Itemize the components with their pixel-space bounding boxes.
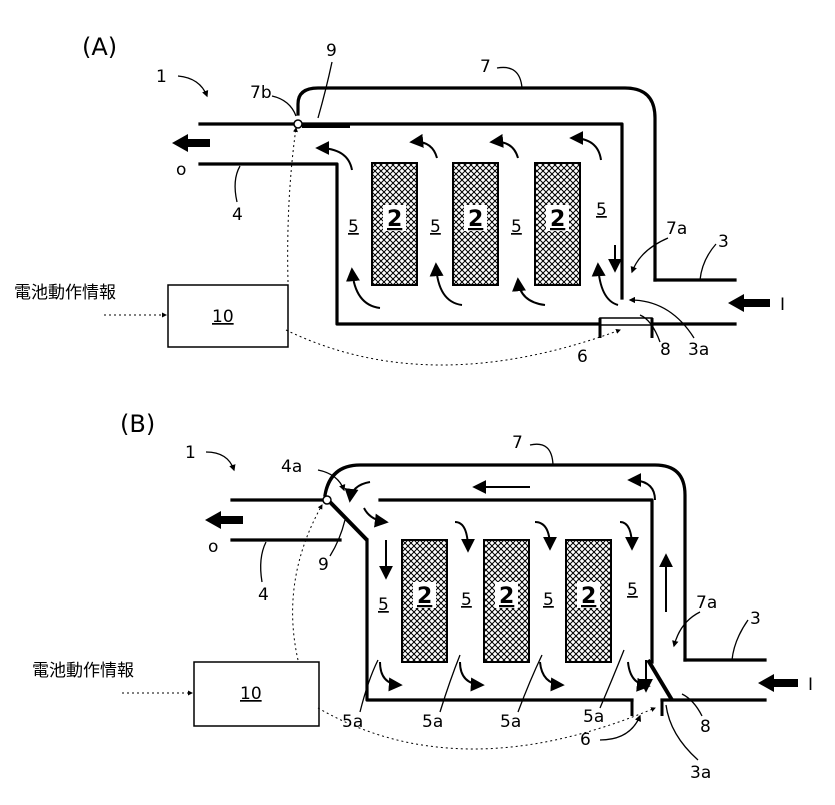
valve-ref-9-b: 9 <box>318 555 329 575</box>
controller-ref-10-a: 10 <box>212 307 234 327</box>
duct-7-a-leader <box>497 67 522 88</box>
passage-ref-5-b-2: 5 <box>461 590 472 610</box>
valve-ref-8-b: 8 <box>700 717 711 737</box>
flow-b-5 <box>455 522 468 550</box>
flow-b-6 <box>535 522 550 548</box>
input-label-a: 電池動作情報 <box>14 283 116 303</box>
signal-to-valve-9-a <box>288 128 296 282</box>
outlet-ref-4-a: 4 <box>232 205 243 225</box>
signal-to-valve-6-b <box>318 708 655 749</box>
device-ref-1-a: 1 <box>156 67 167 87</box>
outflow-arrow-a <box>172 134 210 152</box>
panel-b: (B) 1 7 9 4a o 4 3 I 7a <box>32 410 813 783</box>
inlet-leader-a <box>700 244 716 280</box>
signal-to-valve-6-a <box>286 330 620 365</box>
flow-b-7 <box>620 522 632 548</box>
valve-6-b <box>648 660 672 700</box>
duct-inlet-ref-7a-a: 7a <box>666 219 687 239</box>
passage-ref-5-a-3: 5 <box>511 217 522 237</box>
flow-a-1 <box>318 148 352 170</box>
device-pointer-b <box>206 452 234 470</box>
input-label-b: 電池動作情報 <box>32 661 134 681</box>
duct-inlet-leader-a <box>632 238 668 272</box>
outflow-label-a: o <box>176 160 186 180</box>
duct-ref-7-b: 7 <box>512 433 523 453</box>
outlet-ref-4-b: 4 <box>258 585 269 605</box>
outflow-arrow-b <box>205 511 243 529</box>
controller-ref-10-b: 10 <box>240 684 262 704</box>
flow-b-12 <box>540 662 562 685</box>
signal-to-valve-9-b <box>293 505 322 660</box>
valve-8-leader-b <box>682 694 702 716</box>
duct-outlet-leader-a <box>272 96 296 116</box>
battery-ref-2-a-1: 2 <box>387 207 402 232</box>
inlet-ref-3-a: 3 <box>718 232 729 252</box>
inlet-ref-3-b: 3 <box>750 609 761 629</box>
inflow-label-b: I <box>808 675 813 695</box>
valve-6-a <box>600 318 652 325</box>
duct-inlet-ref-7a-b: 7a <box>696 593 717 613</box>
passage-ref-5-a-1: 5 <box>348 217 359 237</box>
flow-b-10 <box>380 662 400 685</box>
outlet-leader-a <box>235 166 240 202</box>
device-pointer-a <box>178 76 207 96</box>
duct-outlet-ref-4a-b: 4a <box>281 457 302 477</box>
inlet-port-ref-3a-a: 3a <box>688 340 709 360</box>
valve-9-pivot-b <box>323 496 331 504</box>
sub-passage-ref-5a-b-2: 5a <box>422 712 443 732</box>
valve-ref-9-a: 9 <box>326 41 337 61</box>
sub-passage-leader-b-2 <box>440 655 460 712</box>
passage-ref-5-a-2: 5 <box>430 217 441 237</box>
flow-a-4 <box>572 138 601 160</box>
duct-ref-7-a: 7 <box>480 57 491 77</box>
duct-inlet-leader-b <box>674 612 700 646</box>
flow-a-2 <box>412 142 437 158</box>
flow-b-11 <box>460 662 482 685</box>
passage-ref-5-b-1: 5 <box>378 595 389 615</box>
valve-ref-6-a: 6 <box>577 347 588 367</box>
passage-ref-5-b-3: 5 <box>543 590 554 610</box>
battery-ref-2-a-2: 2 <box>468 207 483 232</box>
panel-a-title: (A) <box>82 33 117 61</box>
inlet-port-ref-3a-b: 3a <box>690 763 711 783</box>
outflow-label-b: o <box>208 537 218 557</box>
panel-b-title: (B) <box>120 410 155 438</box>
battery-ref-2-a-3: 2 <box>550 207 565 232</box>
inlet-port-leader-b <box>666 705 698 760</box>
battery-ref-2-b-3: 2 <box>581 584 596 609</box>
flow-a-3 <box>492 142 518 158</box>
inflow-label-a: I <box>780 295 785 315</box>
battery-ref-2-b-1: 2 <box>417 584 432 609</box>
flow-a-8 <box>598 265 618 305</box>
passage-ref-5-b-4: 5 <box>627 580 638 600</box>
passage-ref-5-a-4: 5 <box>596 200 607 220</box>
valve-9-pivot-a <box>294 120 302 128</box>
flow-b-3 <box>364 508 386 522</box>
flow-b-2 <box>350 482 370 500</box>
inlet-leader-b <box>732 620 748 660</box>
valve-6-leader-b <box>600 716 640 740</box>
device-ref-1-b: 1 <box>185 443 196 463</box>
sub-passage-ref-5a-b-3: 5a <box>500 712 521 732</box>
duct-outlet-ref-7b-a: 7b <box>250 83 272 103</box>
inflow-arrow-b <box>758 674 798 692</box>
sub-passage-leader-b-1 <box>360 660 378 712</box>
valve-9-leader-b <box>330 520 345 556</box>
flow-b-8 <box>630 480 655 500</box>
duct-7-b-leader <box>530 444 553 465</box>
inflow-arrow-a <box>728 294 770 312</box>
sub-passage-leader-b-3 <box>518 655 542 712</box>
panel-a: (A) 1 7 9 7b o 4 3 I 7a <box>14 33 785 367</box>
valve-9-leader-a <box>318 62 332 118</box>
battery-ref-2-b-2: 2 <box>499 584 514 609</box>
outlet-leader-b <box>261 542 266 582</box>
valve-ref-8-a: 8 <box>660 340 671 360</box>
valve-9-b <box>328 500 367 540</box>
sub-passage-ref-5a-b-4: 5a <box>583 707 604 727</box>
